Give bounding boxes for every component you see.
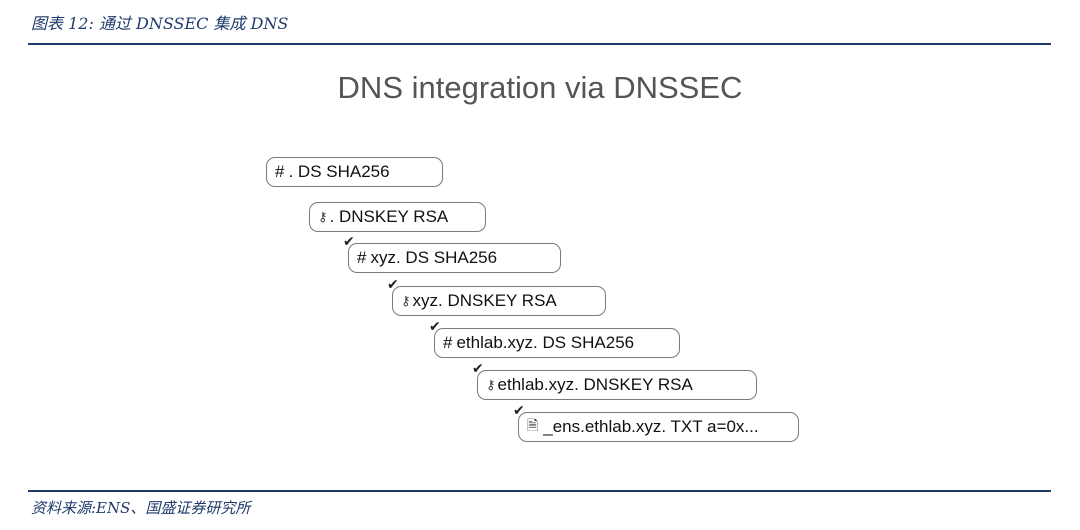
node-label: _ens.ethlab.xyz. TXT a=0x... bbox=[543, 417, 759, 436]
chain-node-ethlab-ds: # ethlab.xyz. DS SHA256 bbox=[434, 328, 680, 358]
check-icon: ✔ bbox=[343, 233, 355, 249]
bottom-divider bbox=[28, 490, 1051, 492]
chain-node-ens-txt: 🗎 _ens.ethlab.xyz. TXT a=0x... bbox=[518, 412, 799, 442]
check-icon: ✔ bbox=[472, 360, 484, 376]
chain-node-xyz-dnskey: ⚷ xyz. DNSKEY RSA bbox=[392, 286, 606, 316]
hash-icon: # bbox=[443, 333, 453, 352]
node-label: . DNSKEY RSA bbox=[329, 207, 449, 226]
chain-node-xyz-ds: # xyz. DS SHA256 bbox=[348, 243, 561, 273]
node-label: xyz. DNSKEY RSA bbox=[412, 291, 557, 310]
check-icon: ✔ bbox=[429, 318, 441, 334]
diagram-title: DNS integration via DNSSEC bbox=[337, 70, 743, 105]
hash-icon: # bbox=[357, 248, 367, 267]
chain-node-root-dnskey: ⚷ . DNSKEY RSA bbox=[309, 202, 486, 232]
key-icon: ⚷ bbox=[318, 209, 328, 224]
key-icon: ⚷ bbox=[486, 377, 496, 392]
source-note: 资料来源:ENS、国盛证券研究所 bbox=[31, 499, 251, 517]
document-icon: 🗎 bbox=[527, 417, 539, 433]
node-label: . DS SHA256 bbox=[288, 162, 390, 181]
node-label: xyz. DS SHA256 bbox=[370, 248, 498, 267]
top-divider bbox=[28, 43, 1051, 45]
node-label: ethlab.xyz. DS SHA256 bbox=[456, 333, 635, 352]
check-icon: ✔ bbox=[513, 402, 525, 418]
figure-caption: 图表 12: 通过 DNSSEC 集成 DNS bbox=[31, 14, 289, 33]
node-label: ethlab.xyz. DNSKEY RSA bbox=[497, 375, 693, 394]
chain-node-ethlab-dnskey: ⚷ ethlab.xyz. DNSKEY RSA bbox=[477, 370, 757, 400]
key-icon: ⚷ bbox=[401, 293, 411, 308]
chain-node-root-ds: # . DS SHA256 bbox=[266, 157, 443, 187]
check-icon: ✔ bbox=[387, 276, 399, 292]
hash-icon: # bbox=[275, 162, 285, 181]
